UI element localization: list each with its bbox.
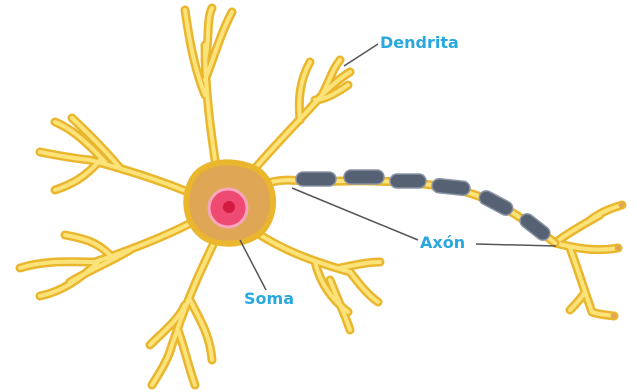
leader-line-soma bbox=[240, 240, 266, 290]
dendrites bbox=[20, 8, 622, 385]
myelin-segment bbox=[431, 178, 470, 196]
myelin-segment bbox=[517, 211, 552, 243]
label-axon: Axón bbox=[420, 234, 465, 252]
myelin-segment bbox=[296, 172, 336, 186]
nucleolus bbox=[223, 201, 235, 213]
label-soma: Soma bbox=[244, 290, 294, 308]
dendrites-fill bbox=[20, 8, 622, 385]
terminal-bouton bbox=[611, 313, 617, 319]
leader-line-axon-upper bbox=[292, 188, 418, 240]
terminal-bouton bbox=[619, 202, 625, 208]
neuron bbox=[20, 8, 625, 385]
myelin-segment bbox=[390, 174, 426, 188]
myelin-segment bbox=[344, 170, 384, 184]
terminal-bouton bbox=[615, 245, 621, 251]
myelin-segment bbox=[477, 188, 515, 217]
leader-line-dendrita bbox=[344, 44, 378, 66]
leader-line-axon-lower bbox=[476, 244, 556, 246]
label-dendrita: Dendrita bbox=[380, 34, 459, 52]
